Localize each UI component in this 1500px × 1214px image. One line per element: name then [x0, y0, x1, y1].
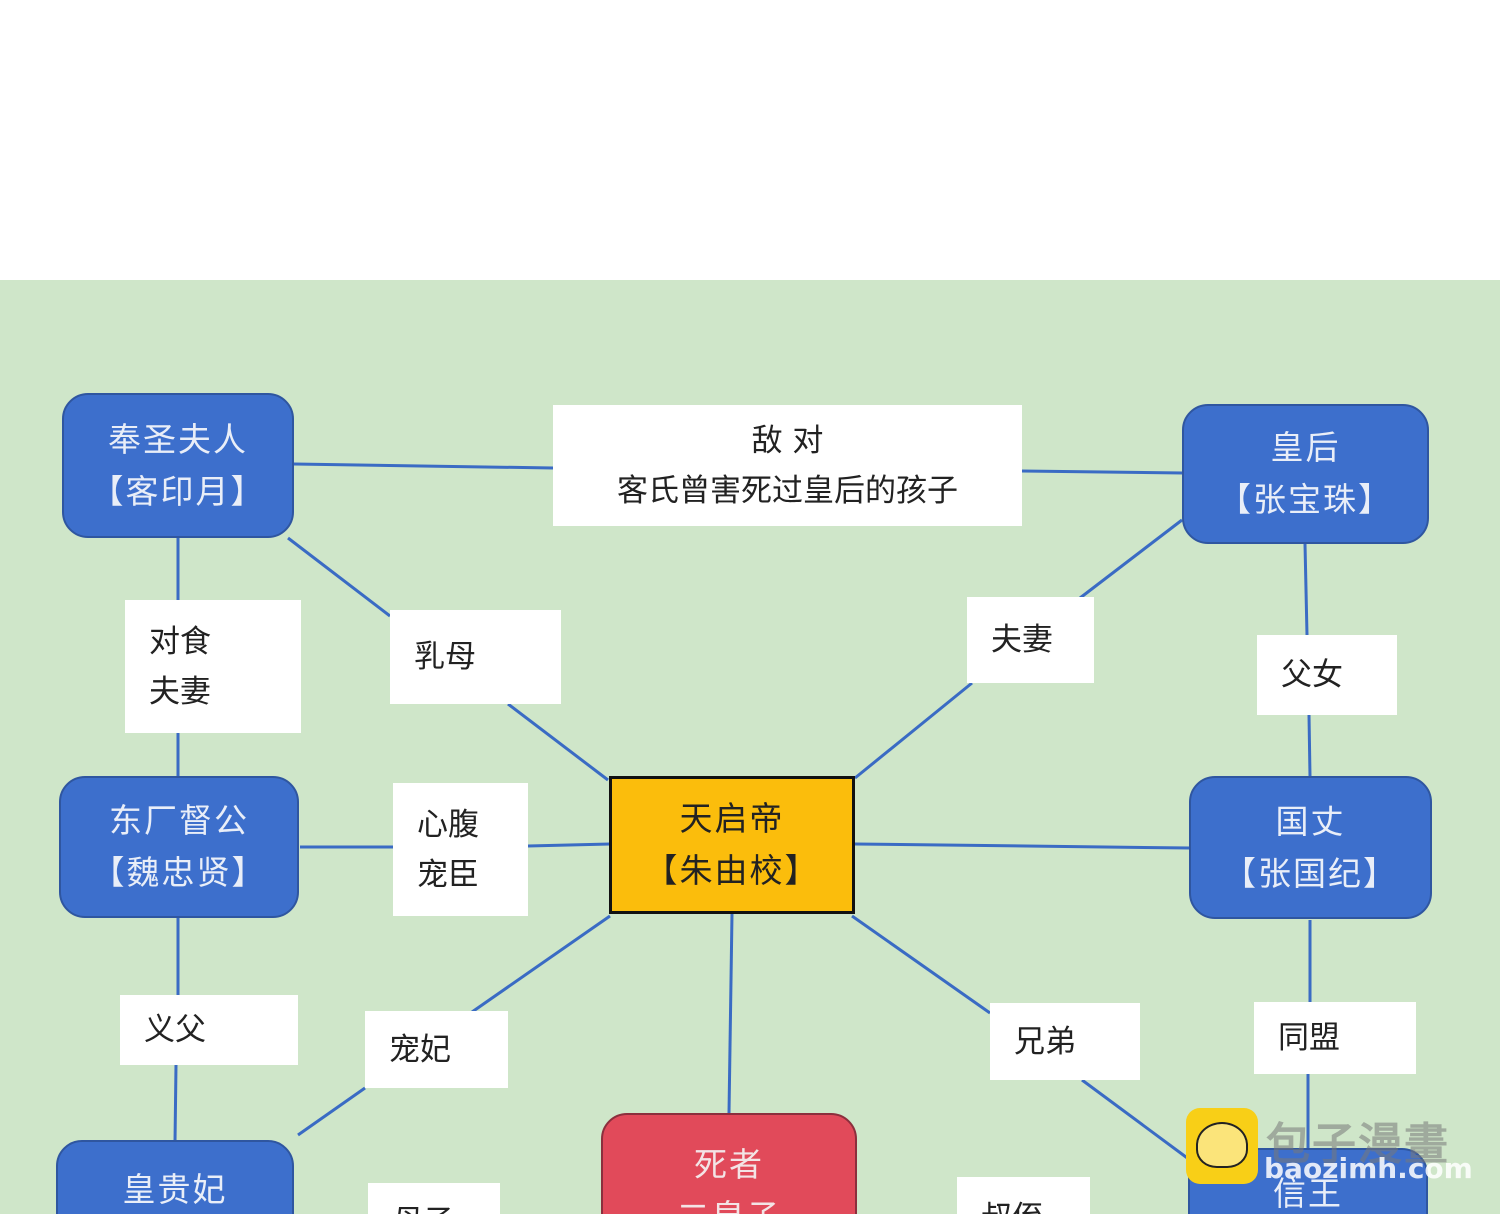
relation-uncle-nephew: 叔侄 — [957, 1177, 1090, 1214]
relation-note: 客氏曾害死过皇后的孩子 — [617, 472, 958, 509]
relation-text: 同盟 — [1278, 1020, 1340, 1056]
relation-text-2: 夫妻 — [149, 673, 211, 710]
relation-favored-consort: 宠妃 — [365, 1011, 508, 1088]
relation-spouse: 夫妻 — [967, 597, 1094, 683]
relation-confidant: 心腹 宠臣 — [393, 783, 528, 916]
node-name: 【张宝珠】 — [1218, 480, 1393, 519]
connector-lines — [173, 462, 1312, 1162]
node-title: 信王 — [1273, 1174, 1343, 1213]
relation-text: 义父 — [144, 1012, 206, 1048]
node-name: 【朱由校】 — [644, 851, 820, 890]
relation-adoptive-father: 义父 — [120, 995, 298, 1065]
node-wei-zhongxian: 东厂督公 【魏忠贤】 — [59, 776, 299, 918]
relation-wet-nurse: 乳母 — [390, 610, 561, 704]
relation-enemy: 敌 对 客氏曾害死过皇后的孩子 — [553, 405, 1022, 526]
relation-alliance: 同盟 — [1254, 1002, 1416, 1074]
node-title: 皇贵妃 — [122, 1170, 228, 1209]
node-name: 【张国纪】 — [1223, 853, 1398, 893]
relation-text: 夫妻 — [991, 622, 1053, 658]
node-title: 皇后 — [1270, 428, 1341, 467]
relation-text: 母子 — [392, 1197, 500, 1214]
node-name: 【魏忠贤】 — [91, 853, 267, 892]
node-title: 奉圣夫人 — [108, 419, 248, 459]
relation-text: 叔侄 — [981, 1193, 1090, 1214]
node-title: 死者 — [694, 1145, 764, 1184]
bun-logo-icon — [1186, 1108, 1258, 1184]
node-imperial-noble-consort: 皇贵妃 — [56, 1140, 294, 1214]
watermark-url: baozimh.com — [1264, 1152, 1473, 1185]
relation-text-2: 宠臣 — [417, 856, 479, 893]
relation-brothers: 兄弟 — [990, 1003, 1140, 1080]
relation-text: 心腹 — [417, 806, 479, 843]
node-title: 国丈 — [1275, 801, 1346, 841]
site-watermark: 包子漫畫 baozimh.com — [1186, 1108, 1476, 1188]
relation-father-daughter: 父女 — [1257, 635, 1397, 715]
relation-text: 宠妃 — [389, 1031, 451, 1068]
node-name: 【客印月】 — [90, 471, 266, 511]
relation-mother-son: 母子 — [368, 1183, 500, 1214]
relation-text: 敌 对 — [751, 422, 824, 459]
node-title: 东厂督公 — [109, 801, 249, 840]
relation-duishi-couple: 对食 夫妻 — [125, 600, 301, 733]
node-zhang-guoji: 国丈 【张国纪】 — [1189, 776, 1432, 919]
node-prince-xin: 信王 — [1188, 1148, 1428, 1214]
relation-text: 乳母 — [414, 639, 476, 675]
node-ke-yinyue: 奉圣夫人 【客印月】 — [62, 393, 294, 538]
watermark-brand: 包子漫畫 — [1266, 1119, 1450, 1170]
node-empress-zhang-baozhu: 皇后 【张宝珠】 — [1182, 404, 1429, 544]
node-tianqi-emperor: 天启帝 【朱由校】 — [609, 776, 855, 914]
node-name: 二皇子 — [677, 1191, 782, 1214]
relation-text: 父女 — [1281, 657, 1343, 693]
node-title: 天启帝 — [679, 799, 785, 838]
relation-text: 对食 — [149, 623, 211, 660]
relationship-diagram: 奉圣夫人 【客印月】 皇后 【张宝珠】 东厂督公 【魏忠贤】 天启帝 【朱由校】… — [0, 280, 1500, 1214]
relation-text: 兄弟 — [1014, 1023, 1076, 1060]
node-deceased-second-prince: 死者 二皇子 — [601, 1113, 857, 1214]
